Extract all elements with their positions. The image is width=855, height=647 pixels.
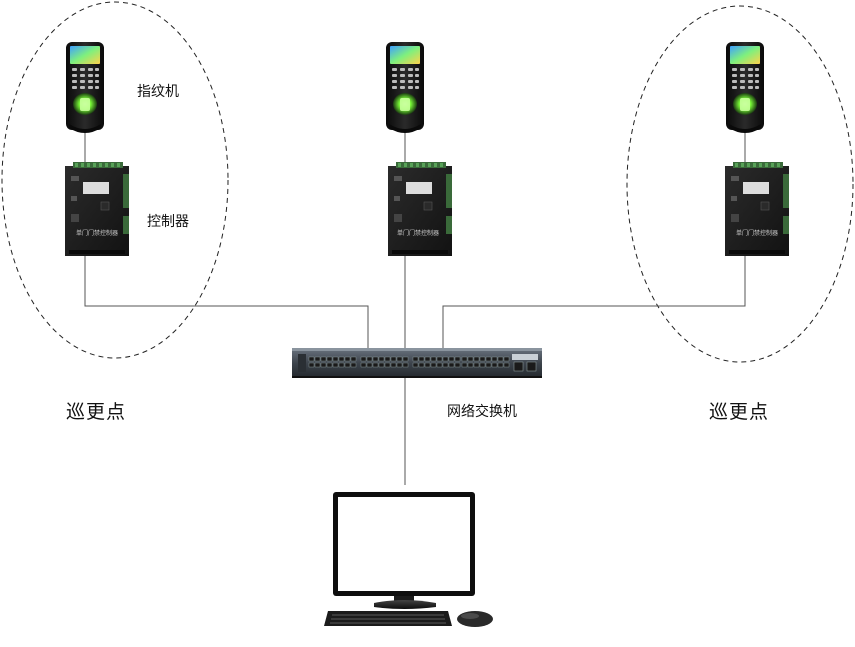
fingerprint-reader-left: [66, 42, 104, 133]
computer-mouse: [457, 611, 493, 627]
controller-label: 控制器: [147, 214, 189, 230]
network-switch-label: 网络交换机: [447, 404, 517, 420]
fingerprint-reader-right: [726, 42, 764, 133]
controller-left-panel-text: 单门门禁控制器: [76, 229, 118, 237]
controller-right: [724, 161, 790, 257]
controller-right-panel-text: 单门门禁控制器: [736, 229, 778, 237]
patrol-zone-right-border: [626, 5, 854, 363]
network-switch-device: [292, 348, 542, 378]
fingerprint-reader-label: 指纹机: [137, 84, 179, 100]
computer-keyboard: [324, 611, 452, 626]
controller-center: [387, 161, 453, 257]
patrol-point-right-label: 巡更点: [709, 401, 770, 423]
computer-monitor: [333, 492, 475, 609]
controller-left: [64, 161, 130, 257]
patrol-point-left-label: 巡更点: [66, 401, 127, 423]
fingerprint-reader-center: [386, 42, 424, 133]
connection-lines: [84, 130, 746, 485]
patrol-zone-left-border: [1, 1, 229, 359]
controller-center-panel-text: 单门门禁控制器: [397, 229, 439, 237]
